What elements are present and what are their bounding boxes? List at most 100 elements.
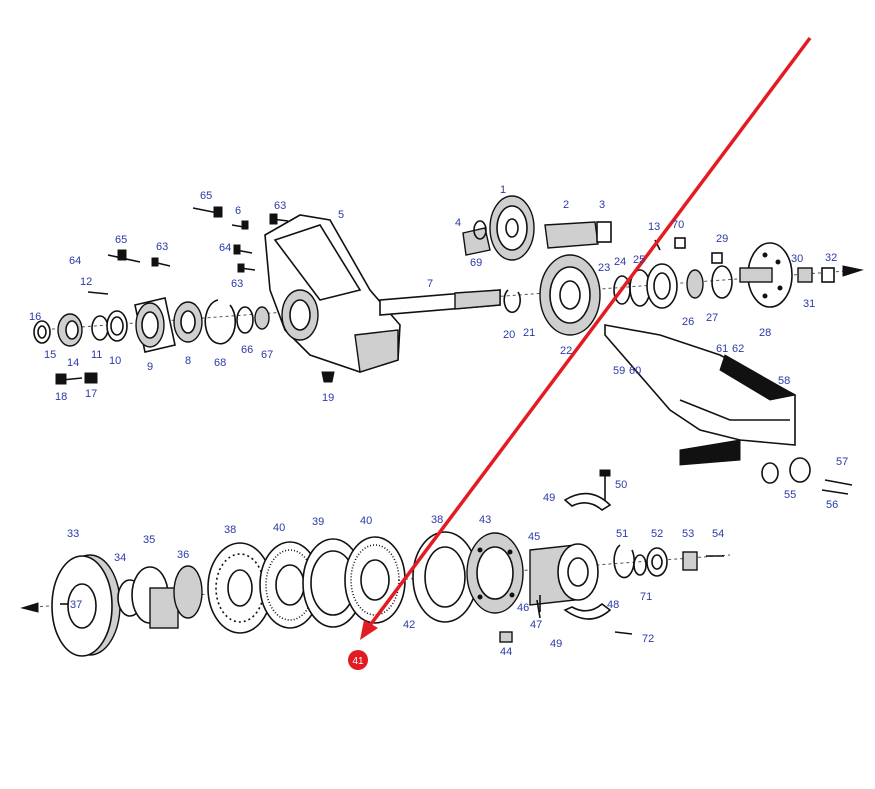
- label-62: 62: [732, 343, 744, 355]
- part-53-sleeve: [682, 551, 698, 571]
- label-28: 28: [759, 327, 771, 339]
- label-4: 4: [455, 217, 461, 229]
- part-25-bearing: [646, 263, 678, 309]
- part-7-shaft: [379, 289, 501, 316]
- label-49b: 49: [550, 638, 562, 650]
- label-69: 69: [470, 257, 482, 269]
- label-10: 10: [109, 355, 121, 367]
- label-15: 15: [44, 349, 56, 361]
- label-50: 50: [615, 479, 627, 491]
- part-72-pin: [614, 631, 633, 635]
- part-1-gear: [489, 195, 535, 261]
- part-19-plug: [321, 371, 335, 383]
- upper-axis-line: [39, 269, 861, 331]
- part-40b-disc: [344, 536, 406, 624]
- label-58: 58: [778, 375, 790, 387]
- label-38: 38: [224, 524, 236, 536]
- part-70-plug: [674, 237, 686, 249]
- label-36: 36: [177, 549, 189, 561]
- label-42: 42: [403, 619, 415, 631]
- highlight-arrow: [360, 36, 812, 640]
- part-labels: 1 2 3 4 5 6 7 8 9 10 11 12 13 14 15 16 1…: [29, 184, 848, 658]
- part-41-marker: 41: [348, 650, 368, 670]
- label-24: 24: [614, 256, 626, 268]
- label-54: 54: [712, 528, 724, 540]
- label-56: 56: [826, 499, 838, 511]
- label-7: 7: [427, 278, 433, 290]
- red-arrowhead: [360, 620, 378, 640]
- label-45: 45: [528, 531, 540, 543]
- part-69-sleeve: [462, 227, 491, 256]
- label-59: 59: [613, 365, 625, 377]
- part-28-hub: [739, 242, 793, 308]
- part-68-snap-ring: [204, 299, 237, 345]
- part-49-shoe-top: [563, 492, 612, 511]
- part-38-disc: [207, 542, 273, 634]
- part-32-cap: [821, 267, 835, 283]
- label-12: 12: [80, 276, 92, 288]
- label-21: 21: [523, 327, 535, 339]
- bolts-top-left: [55, 206, 289, 385]
- label-63b: 63: [156, 241, 168, 253]
- part-35-hub: [131, 566, 179, 629]
- label-8: 8: [185, 355, 191, 367]
- label-33: 33: [67, 528, 79, 540]
- part-10-seal: [106, 310, 128, 342]
- part-45-drum: [529, 543, 599, 606]
- label-39: 39: [312, 516, 324, 528]
- label-64b: 64: [219, 242, 231, 254]
- part-58-bracket: [604, 324, 797, 466]
- part-38b-disc: [412, 531, 478, 623]
- part-71-ring: [633, 554, 647, 576]
- part-30-nut: [797, 267, 813, 283]
- label-72: 72: [642, 633, 654, 645]
- label-67: 67: [261, 349, 273, 361]
- part-55b-bushing: [789, 457, 811, 483]
- part-52-bearing: [646, 547, 668, 577]
- label-63c: 63: [231, 278, 243, 290]
- part-26-ring: [686, 269, 704, 299]
- label-68: 68: [214, 357, 226, 369]
- label-60: 60: [629, 365, 641, 377]
- part-3-cap: [596, 221, 612, 243]
- part-33-end-cover: [51, 554, 121, 657]
- upper-direction-arrow: [842, 265, 864, 277]
- part-66-ring: [236, 306, 254, 334]
- label-32: 32: [825, 252, 837, 264]
- label-6: 6: [235, 205, 241, 217]
- label-2: 2: [563, 199, 569, 211]
- lower-direction-arrow: [20, 602, 39, 613]
- label-27: 27: [706, 312, 718, 324]
- label-30: 30: [791, 253, 803, 265]
- label-9: 9: [147, 361, 153, 373]
- label-19: 19: [322, 392, 334, 404]
- label-71: 71: [640, 591, 652, 603]
- label-64a: 64: [69, 255, 81, 267]
- label-26: 26: [682, 316, 694, 328]
- part-16-ring: [33, 320, 51, 344]
- label-61: 61: [716, 343, 728, 355]
- label-70: 70: [672, 219, 684, 231]
- label-47: 47: [530, 619, 542, 631]
- highlight-label: 41: [352, 656, 364, 667]
- label-22: 22: [560, 345, 572, 357]
- label-38b: 38: [431, 514, 443, 526]
- label-48: 48: [607, 599, 619, 611]
- label-20: 20: [503, 329, 515, 341]
- lower-assembly: [20, 469, 731, 657]
- label-46: 46: [517, 602, 529, 614]
- label-65a: 65: [200, 190, 212, 202]
- part-22-gear: [539, 254, 601, 336]
- label-5: 5: [338, 209, 344, 221]
- label-31: 31: [803, 298, 815, 310]
- label-29: 29: [716, 233, 728, 245]
- label-63a: 63: [274, 200, 286, 212]
- part-11-ring: [91, 315, 109, 341]
- label-1: 1: [500, 184, 506, 196]
- label-40: 40: [273, 522, 285, 534]
- part-47-pin: [536, 599, 541, 619]
- label-23: 23: [598, 262, 610, 274]
- label-16: 16: [29, 311, 41, 323]
- label-51: 51: [616, 528, 628, 540]
